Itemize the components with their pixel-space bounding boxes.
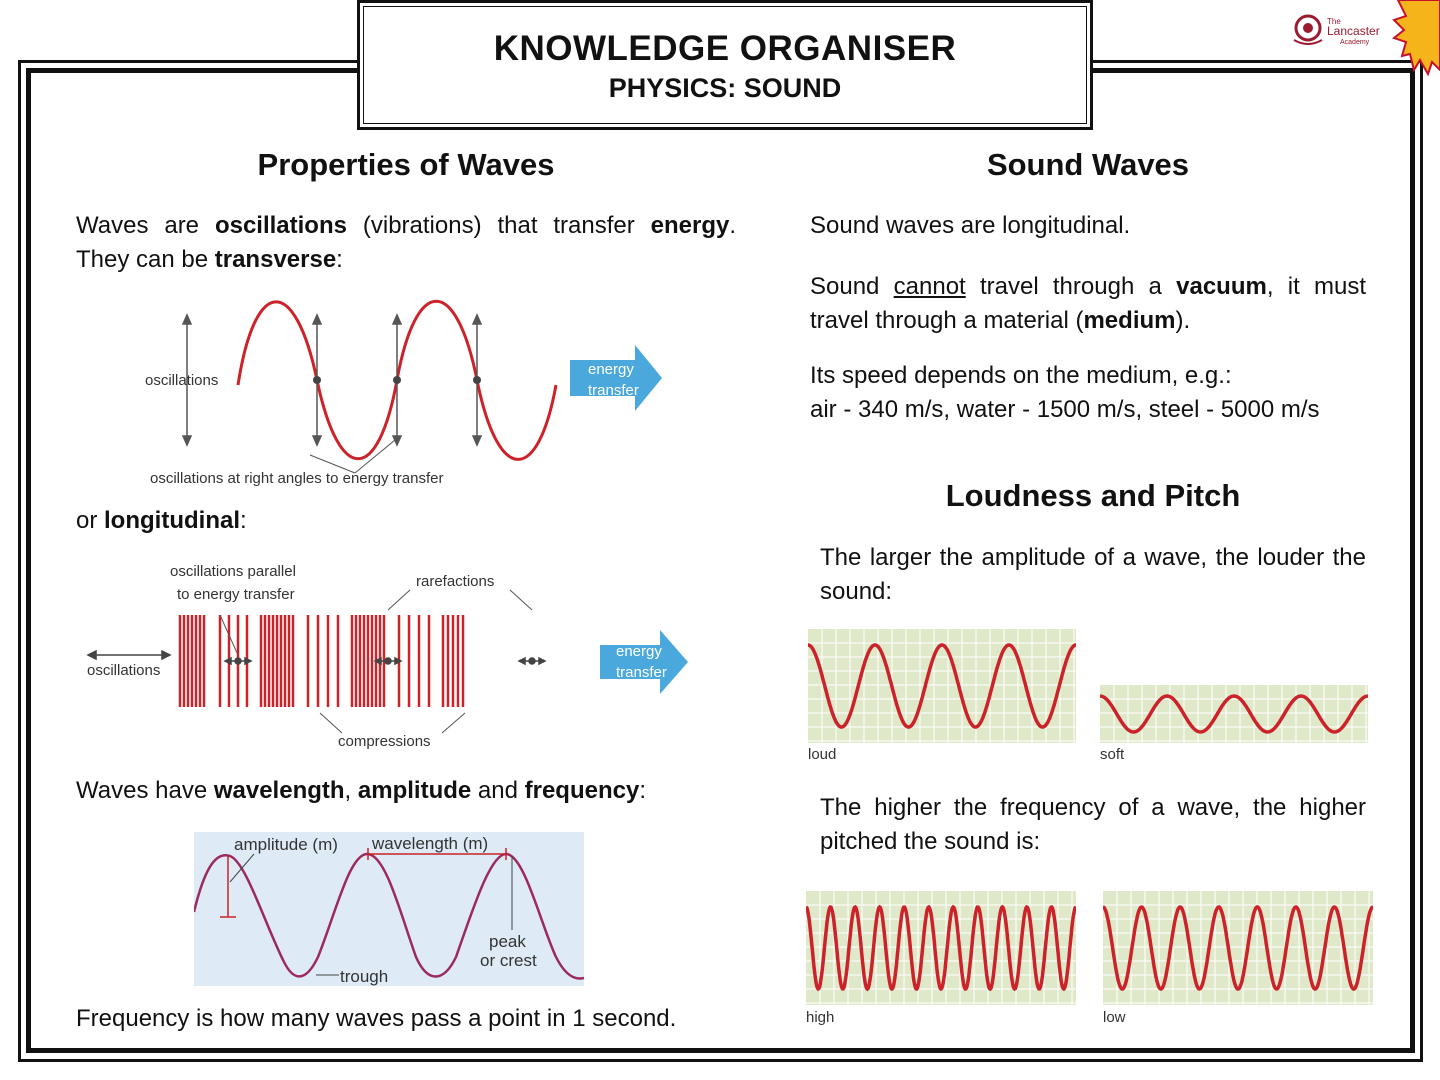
wavelength-label: wavelength (m) bbox=[371, 834, 488, 853]
longitudinal-energy-arrow bbox=[600, 630, 688, 694]
amplitude-label: amplitude (m) bbox=[234, 835, 338, 854]
transverse-wave-diagram: energy transfer oscillations oscillation… bbox=[145, 299, 662, 487]
wave-markers bbox=[220, 848, 507, 918]
speed-values-line: air - 340 m/s, water - 1500 m/s, steel -… bbox=[810, 396, 1320, 423]
properties-heading: Properties of Waves bbox=[257, 147, 555, 182]
peak-label: peak bbox=[489, 932, 526, 951]
sound-longitudinal-text: Sound waves are longitudinal. bbox=[810, 212, 1131, 239]
wave-leader-lines bbox=[229, 853, 513, 976]
longitudinal-intro: or longitudinal: bbox=[76, 507, 247, 534]
sound-vacuum-text: Sound cannot travel through a vacuum, it… bbox=[810, 273, 1367, 334]
parallel-label-1: oscillations parallel bbox=[170, 563, 296, 580]
sound-speed-text: Its speed depends on the medium, e.g.: a… bbox=[810, 359, 1366, 427]
logo-line1: The bbox=[1327, 17, 1341, 26]
oscillations-label: oscillations bbox=[145, 372, 218, 389]
longitudinal-leader-lines bbox=[219, 589, 533, 734]
soft-label: soft bbox=[1100, 746, 1125, 763]
academy-logo: The Lancaster Academy bbox=[1293, 0, 1440, 77]
pitch-text: The higher the frequency of a wave, the … bbox=[820, 794, 1366, 855]
high-label: high bbox=[806, 1009, 835, 1026]
page-subtitle: PHYSICS: SOUND bbox=[608, 73, 842, 103]
transverse-caption: oscillations at right angles to energy t… bbox=[150, 470, 444, 487]
energy-label: energy bbox=[588, 361, 634, 378]
page-title: KNOWLEDGE ORGANISER bbox=[493, 29, 957, 68]
longitudinal-arrows bbox=[86, 649, 547, 666]
sound-waves-heading: Sound Waves bbox=[986, 147, 1190, 182]
loudness-text: The larger the amplitude of a wave, the … bbox=[820, 544, 1366, 605]
high-trace bbox=[806, 891, 1076, 1005]
longitudinal-wave-diagram: energy transfer oscillations parallel to… bbox=[86, 563, 688, 750]
speed-intro-line: Its speed depends on the medium, e.g.: bbox=[810, 362, 1232, 389]
longitudinal-bars bbox=[178, 615, 465, 707]
loudness-pitch-heading: Loudness and Pitch bbox=[945, 478, 1241, 513]
logo-line3: Academy bbox=[1340, 39, 1370, 46]
logo-line2: Lancaster bbox=[1327, 24, 1380, 38]
title-box: KNOWLEDGE ORGANISER PHYSICS: SOUND bbox=[357, 0, 1093, 130]
soft-trace bbox=[1100, 685, 1368, 743]
loud-trace bbox=[808, 629, 1076, 743]
frequency-definition: Frequency is how many waves pass a point… bbox=[76, 1005, 677, 1032]
parallel-label-2: to energy transfer bbox=[177, 586, 295, 603]
low-trace bbox=[1103, 891, 1373, 1005]
rarefactions-label: rarefactions bbox=[416, 573, 494, 590]
wavelength-amplitude-diagram: amplitude (m) wavelength (m) peak or cre… bbox=[194, 832, 584, 986]
waves-intro-text: Waves are oscillations (vibrations) that… bbox=[76, 212, 737, 273]
long-transfer-label: transfer bbox=[616, 664, 667, 681]
loud-label: loud bbox=[808, 746, 837, 763]
trough-label: trough bbox=[340, 967, 388, 986]
low-label: low bbox=[1103, 1009, 1126, 1026]
long-oscillations-label: oscillations bbox=[87, 662, 160, 679]
wave-curve bbox=[194, 852, 584, 980]
wave-properties-text: Waves have wavelength, amplitude and fre… bbox=[76, 777, 646, 804]
transfer-label: transfer bbox=[588, 382, 639, 399]
oscillation-arrows bbox=[181, 313, 483, 447]
compressions-label: compressions bbox=[338, 733, 431, 750]
energy-transfer-arrow bbox=[570, 345, 662, 411]
crest-label: or crest bbox=[480, 951, 537, 970]
long-energy-label: energy bbox=[616, 643, 662, 660]
